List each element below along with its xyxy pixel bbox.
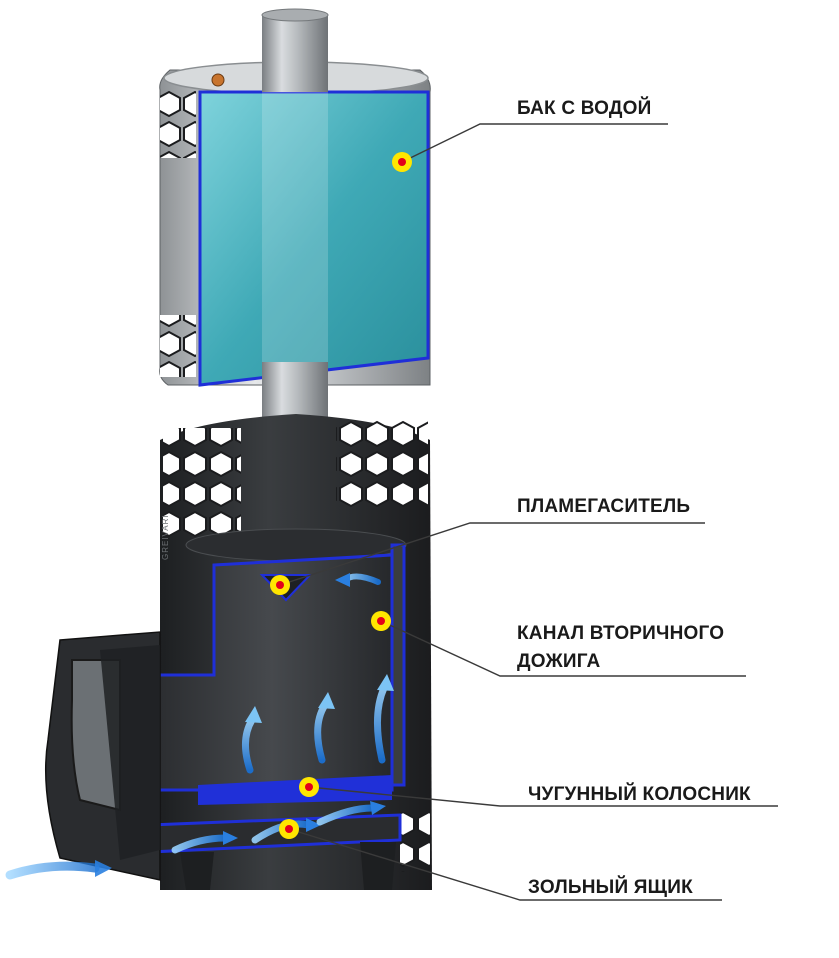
label-afterburn-channel-line1: КАНАЛ ВТОРИЧНОГО (517, 623, 725, 644)
marker-cast-iron-grate (299, 777, 319, 797)
markers (270, 152, 412, 839)
hex-perforation-casing-right (336, 418, 428, 510)
hex-perforation-bottom-left (160, 315, 196, 377)
leader-ash-box (288, 828, 722, 901)
air-intake-arrow (5, 861, 100, 880)
leader-flame-arrester (279, 522, 705, 586)
hex-perforation-top-left (160, 88, 196, 158)
hex-perforation-casing-left (163, 428, 241, 538)
brand-mark: GREIVARI (161, 514, 170, 560)
water-tank (159, 61, 431, 387)
leader-cast-iron-grate (308, 786, 778, 807)
label-flame-arrester: ПЛАМЕГАСИТЕЛЬ (517, 496, 691, 517)
marker-flame-arrester (270, 575, 290, 595)
firebox-door (44, 631, 161, 881)
label-afterburn-channel-line2: ДОЖИГА (517, 651, 601, 672)
marker-afterburn-channel (371, 611, 391, 631)
cast-iron-grate (198, 775, 392, 805)
marker-ash-box (279, 819, 299, 839)
label-cast-iron-grate: ЧУГУННЫЙ КОЛОСНИК (528, 784, 751, 805)
label-ash-box: ЗОЛЬНЫЙ ЯЩИК (528, 877, 693, 898)
tank-fitting (211, 73, 225, 87)
marker-water-tank (392, 152, 412, 172)
afterburn-channel (390, 543, 406, 787)
leader-afterburn-channel (380, 620, 746, 677)
water-volume (198, 90, 430, 387)
leader-lines (279, 123, 778, 901)
hex-perforation-casing-bottom (400, 812, 430, 872)
leader-water-tank (401, 123, 668, 163)
label-water-tank: БАК С ВОДОЙ (517, 98, 652, 119)
